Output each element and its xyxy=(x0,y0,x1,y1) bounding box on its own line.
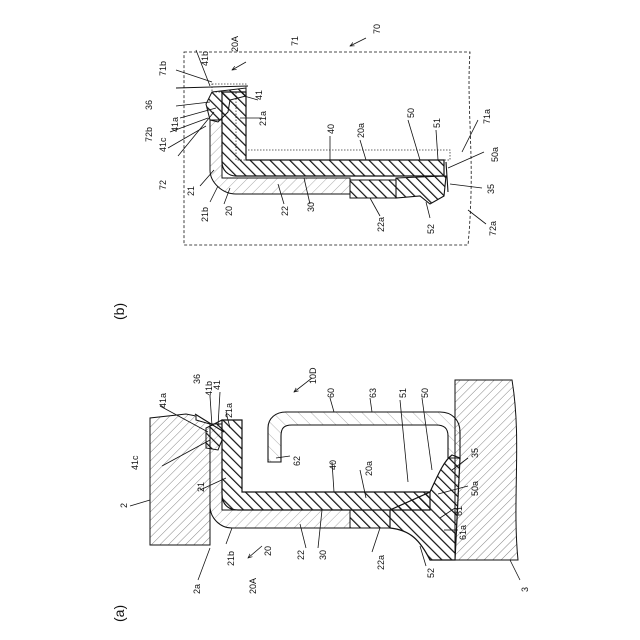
ref-40: 40 xyxy=(328,460,338,470)
base-member-2 xyxy=(150,414,210,545)
ref-b-50a: 50a xyxy=(490,147,500,162)
ref-b-20a: 20a xyxy=(356,123,366,138)
ref-20: 20 xyxy=(263,546,273,556)
ref-41c: 41c xyxy=(130,455,140,470)
ref-2: 2 xyxy=(119,503,129,508)
seal-portion-50-b xyxy=(396,176,446,204)
ref-2a: 2a xyxy=(192,584,202,594)
ref-30: 30 xyxy=(318,550,328,560)
ref-41a: 41a xyxy=(158,393,168,408)
ref-b-22a: 22a xyxy=(376,217,386,232)
panel-b: (b) 20 20A 20a 21 21a 21b 22 22a 30 35 3… xyxy=(111,24,500,320)
seal-portion-50 xyxy=(390,455,460,560)
ref-b-21a: 21a xyxy=(258,111,268,126)
ref-b-30: 30 xyxy=(306,202,316,212)
panel-label-b: (b) xyxy=(111,303,127,320)
ref-36: 36 xyxy=(192,374,202,384)
ref-b-50: 50 xyxy=(406,108,416,118)
ref-b-20: 20 xyxy=(224,206,234,216)
ref-35: 35 xyxy=(470,448,480,458)
ref-b-21: 21 xyxy=(186,186,196,196)
ref-21a: 21a xyxy=(224,403,234,418)
ref-b-21b: 21b xyxy=(200,207,210,222)
ref-10D: 10D xyxy=(308,367,318,384)
ref-b-71: 71 xyxy=(290,36,300,46)
ref-61: 61 xyxy=(454,506,464,516)
ref-b-35: 35 xyxy=(486,184,496,194)
foot-22a-b xyxy=(350,180,396,198)
ref-b-70: 70 xyxy=(372,24,382,34)
ref-b-72a: 72a xyxy=(488,221,498,236)
ref-50: 50 xyxy=(420,388,430,398)
ref-b-40: 40 xyxy=(326,124,336,134)
ref-50a: 50a xyxy=(470,481,480,496)
ref-b-71b: 71b xyxy=(158,61,168,76)
foot-22a xyxy=(350,510,390,528)
ref-22: 22 xyxy=(296,550,306,560)
ref-63: 63 xyxy=(368,388,378,398)
ref-b-22: 22 xyxy=(280,206,290,216)
cover-member-60 xyxy=(268,412,460,462)
ref-41b: 41b xyxy=(204,381,214,396)
ref-21: 21 xyxy=(196,482,206,492)
ref-b-51: 51 xyxy=(432,118,442,128)
ref-b-52: 52 xyxy=(426,224,436,234)
ref-b-20A: 20A xyxy=(230,36,240,52)
ref-62: 62 xyxy=(292,456,302,466)
ref-20a: 20a xyxy=(364,461,374,476)
ref-3: 3 xyxy=(520,587,530,592)
panel-a: (a) 2 2a 3 10D 20 20A 20a 21 21a 21b 22 … xyxy=(111,367,530,622)
ref-21b: 21b xyxy=(226,551,236,566)
ref-b-41: 41 xyxy=(254,90,264,100)
ref-b-41b: 41b xyxy=(200,51,210,66)
ref-61a: 61a xyxy=(458,525,468,540)
ref-20A: 20A xyxy=(248,578,258,594)
ref-b-41a: 41a xyxy=(170,117,180,132)
panel-label-a: (a) xyxy=(111,605,127,622)
skin-layer-72 xyxy=(212,84,450,160)
ref-60: 60 xyxy=(326,388,336,398)
seal-layer-40 xyxy=(222,420,430,510)
ref-b-72b: 72b xyxy=(144,127,154,142)
ref-b-41c: 41c xyxy=(158,137,168,152)
ref-b-72: 72 xyxy=(158,180,168,190)
ref-22a: 22a xyxy=(376,555,386,570)
ref-52: 52 xyxy=(426,568,436,578)
ref-b-36: 36 xyxy=(144,100,154,110)
ref-51: 51 xyxy=(398,388,408,398)
ref-b-71a: 71a xyxy=(482,109,492,124)
